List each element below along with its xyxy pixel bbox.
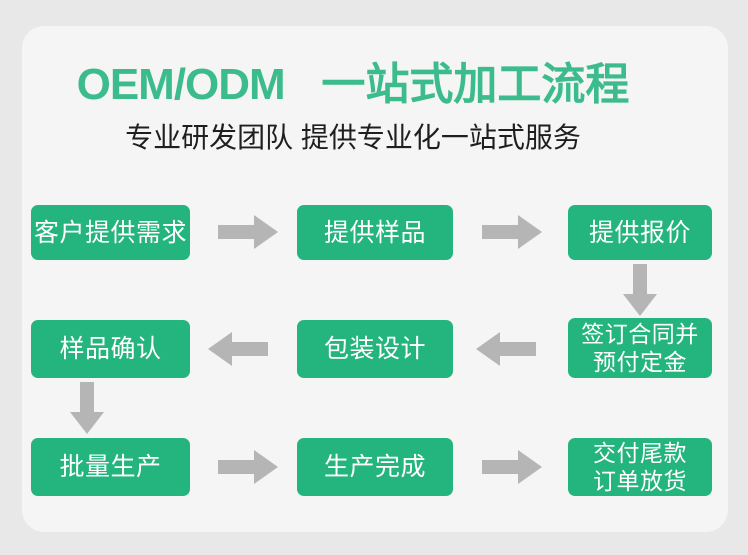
flow-step-9-line1: 交付尾款	[593, 440, 687, 466]
down-arrow-left-column	[70, 382, 104, 434]
arrow-head	[254, 215, 278, 249]
page-title: OEM/ODM 一站式加工流程	[0, 60, 706, 110]
flow-step-6-text: 签订合同并 预付定金	[581, 320, 699, 376]
arrow-shaft	[218, 460, 256, 474]
flow-step-9[interactable]: 交付尾款 订单放货	[568, 438, 712, 496]
arrow-head	[518, 215, 542, 249]
arrow-shaft	[218, 225, 256, 239]
arrow-shaft	[482, 460, 520, 474]
arrow-head	[70, 412, 104, 434]
arrow-shaft	[230, 342, 268, 356]
title-spacer	[297, 60, 309, 109]
title-chinese: 一站式加工流程	[321, 60, 630, 109]
flow-step-3[interactable]: 提供报价	[568, 205, 712, 260]
flow-step-9-text: 交付尾款 订单放货	[593, 439, 687, 495]
flow-step-5[interactable]: 包装设计	[297, 320, 453, 378]
arrow-shaft	[498, 342, 536, 356]
arrow-head	[476, 332, 500, 366]
arrow-shaft	[80, 382, 94, 414]
arrow-right-row3-a	[218, 450, 278, 484]
arrow-shaft	[482, 225, 520, 239]
arrow-right-row1-b	[482, 215, 542, 249]
arrow-left-row2-b	[476, 332, 536, 366]
flow-step-8[interactable]: 生产完成	[297, 438, 453, 496]
arrow-head	[254, 450, 278, 484]
page-subtitle: 专业研发团队 提供专业化一站式服务	[125, 122, 581, 153]
arrow-right-row1-a	[218, 215, 278, 249]
arrow-right-row3-b	[482, 450, 542, 484]
arrow-shaft	[633, 264, 647, 296]
flow-step-9-line2: 订单放货	[593, 468, 687, 494]
arrow-left-row2-a	[208, 332, 268, 366]
flow-step-1[interactable]: 客户提供需求	[31, 205, 190, 260]
down-arrow-right-column	[623, 264, 657, 316]
flow-step-2[interactable]: 提供样品	[297, 205, 453, 260]
flow-step-7[interactable]: 批量生产	[31, 438, 190, 496]
flow-step-6[interactable]: 签订合同并 预付定金	[568, 318, 712, 378]
flow-step-6-line2: 预付定金	[593, 349, 687, 375]
flow-step-4[interactable]: 样品确认	[31, 320, 190, 378]
arrow-head	[208, 332, 232, 366]
flow-step-6-line1: 签订合同并	[581, 321, 699, 347]
arrow-head	[518, 450, 542, 484]
title-latin: OEM/ODM	[76, 60, 286, 109]
arrow-head	[623, 294, 657, 316]
